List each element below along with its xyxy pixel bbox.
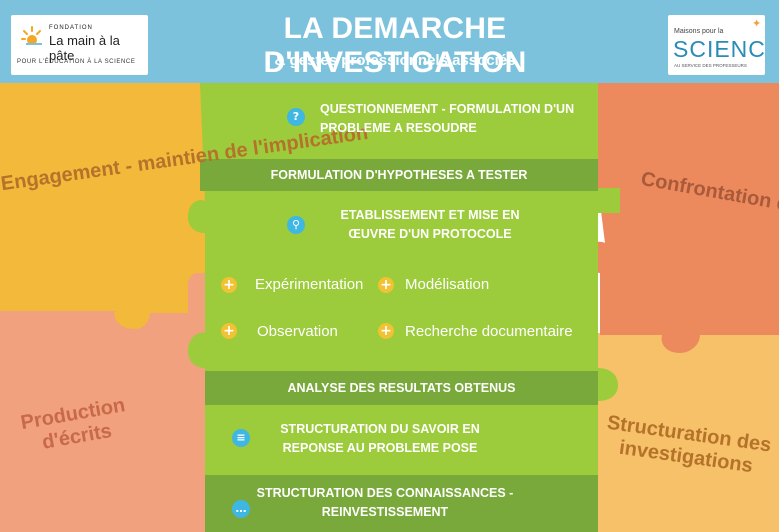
page-title: LA DEMARCHE D'INVESTIGATION [263,12,527,79]
sub-item-observation: Observation [257,323,338,340]
logo-left-tagline: POUR L'ÉDUCATION À LA SCIENCE [17,59,136,65]
page-subtitle: & gestes professionnels associés [274,52,516,69]
logo-maisons-science: ✦ Maisons pour la SCIENCE AU SERVICE DES… [668,15,765,75]
ellipsis-icon: … [232,500,250,518]
logo-right-name: SCIENCE [673,36,765,62]
sun-logo-icon [21,26,42,45]
list-icon: ≡ [232,429,250,447]
step-analyse: ANALYSE DES RESULTATS OBTENUS [287,381,516,395]
puzzle-piece-confrontation [585,83,779,353]
logo-right-tagline: AU SERVICE DES PROFESSEURS [674,63,747,68]
puzzle-diagram: Engagement - maintien de l'implication C… [0,83,779,532]
puzzle-shapes [0,83,779,532]
header-banner: FONDATION La main à la pâte POUR L'ÉDUCA… [0,0,779,83]
question-mark-icon: ? [287,108,305,126]
star-icon: ✦ [752,18,762,30]
logo-left-small: FONDATION [49,25,93,31]
sub-item-modelisation: Modélisation [405,276,490,293]
band-structuration-connaissances [205,475,598,532]
plus-icon: + [221,323,237,339]
logo-main-a-la-pate: FONDATION La main à la pâte POUR L'ÉDUCA… [11,15,148,75]
magnifier-icon: ⚲ [287,216,305,234]
step-hypotheses: FORMULATION D'HYPOTHESES A TESTER [270,168,528,182]
puzzle-piece-engagement [0,83,223,329]
step-protocole: ETABLISSEMENT ET MISE EN ŒUVRE D'UN PROT… [340,208,520,241]
sub-item-recherche: Recherche documentaire [405,323,573,340]
step-structuration-savoir: STRUCTURATION DU SAVOIR EN REPONSE AU PR… [280,422,480,455]
logo-right-small: Maisons pour la [674,28,724,35]
plus-icon: + [378,323,394,339]
step-questionnement: QUESTIONNEMENT - FORMULATION D'UN PROBLE… [320,102,575,135]
sub-item-experimentation: Expérimentation [255,276,364,293]
puzzle-piece-center [188,83,620,532]
logo-left-name: La main à la pâte [49,33,120,63]
plus-icon: + [378,277,394,293]
band-hypotheses [200,159,598,191]
plus-icon: + [221,277,237,293]
band-analyse [205,371,598,405]
step-structuration-connaissances: STRUCTURATION DES CONNAISSANCES - REINVE… [256,486,514,519]
